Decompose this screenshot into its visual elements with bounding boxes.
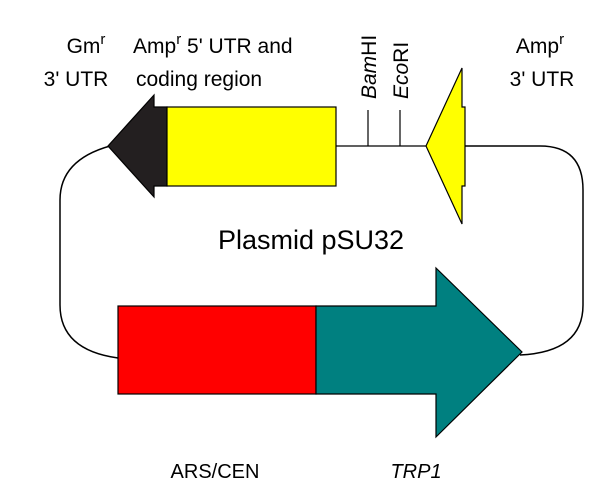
ars-cen-block (117, 305, 317, 395)
ars-cen-label: ARS/CEN (171, 461, 260, 483)
ecori-label-italic: Eco (390, 62, 413, 99)
trp1-label: TRP1 (390, 461, 441, 483)
amp-3utr-arrow (425, 67, 466, 225)
amp-coding-label-sup: r (176, 31, 181, 48)
gm-label-sup: r (100, 31, 105, 48)
bamhi-label: BamHI (358, 35, 381, 99)
amp-coding-region-block (166, 106, 337, 187)
trp1-arrow (315, 266, 523, 439)
plasmid-backbone-left (59, 145, 119, 359)
amp-coding-label: Ampr 5' UTR and (133, 31, 293, 58)
plasmid-backbone-right (465, 145, 584, 356)
bamhi-label-italic: Bam (358, 56, 381, 99)
amp-3utr-label-sup: r (559, 31, 564, 48)
gm-label-line2: 3' UTR (44, 68, 109, 91)
amp-3utr-label-line2: 3' UTR (510, 68, 575, 91)
amp-coding-label-main: Amp (133, 35, 176, 58)
plasmid-title: Plasmid pSU32 (218, 225, 404, 255)
ecori-label-roman: RI (390, 42, 413, 63)
amp-coding-label-rest: 5' UTR and (181, 35, 292, 58)
ecori-label: EcoRI (390, 42, 413, 99)
gm-label: Gmr (67, 31, 106, 58)
amp-3utr-label: Ampr (516, 31, 564, 58)
bamhi-label-roman: HI (358, 35, 381, 56)
gm-3utr-arrow (107, 93, 168, 199)
amp-3utr-label-main: Amp (516, 35, 559, 58)
amp-coding-label-line2: coding region (136, 68, 262, 91)
gm-label-main: Gm (67, 35, 101, 58)
